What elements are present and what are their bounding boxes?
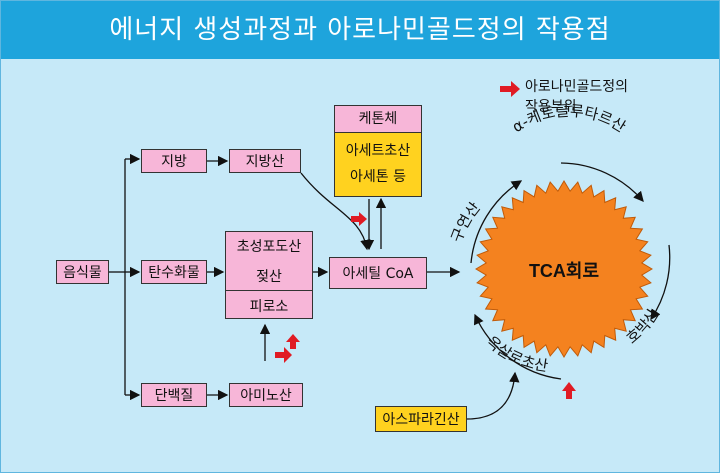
amino-acid-box: 아미노산 <box>229 383 303 407</box>
pyruvate-label: 피로소 <box>249 299 289 315</box>
glycolysis-top-label: 초성포도산 <box>236 239 302 255</box>
food-branch-connectors <box>109 153 141 401</box>
carbohydrate-box: 탄수화물 <box>141 260 207 284</box>
tca-citric-label: 구연산 <box>447 199 484 245</box>
acetyl-coa-box: 아세틸 CoA <box>329 257 427 289</box>
glycolysis-divider <box>226 290 312 291</box>
legend-line-1: 아로나민골드정의 <box>525 79 629 95</box>
asparaginic-acid-box: 아스파라긴산 <box>375 406 467 432</box>
acetone-label: 아세톤 등 <box>350 169 406 185</box>
ketone-body-label: 케톤체 <box>335 106 421 133</box>
tca-cycle-shape <box>475 180 653 358</box>
fatty-acid-box: 지방산 <box>229 149 301 173</box>
tca-red-up-arrow-icon <box>562 382 576 399</box>
glycolysis-box: 초성포도산 젖산 피로소 <box>225 231 313 319</box>
food-box: 음식물 <box>56 260 109 284</box>
ketone-box: 케톤체 아세트초산 아세톤 등 <box>334 105 422 197</box>
page-title: 에너지 생성과정과 아로나민골드정의 작용점 <box>1 1 719 59</box>
pyruvate-red-arrow-icon <box>275 347 292 363</box>
pyruvate-red-up-arrow-icon <box>286 334 300 349</box>
tca-label: TCA회로 <box>529 261 599 281</box>
legend-line-2: 작용부위 <box>525 99 577 115</box>
action-point-markers <box>275 81 576 399</box>
acetoacetate-label: 아세트초산 <box>345 143 411 159</box>
glycolysis-mid-label: 젖산 <box>256 269 282 285</box>
ketone-red-arrow-icon <box>351 212 367 226</box>
fat-box: 지방 <box>141 149 207 173</box>
legend-red-arrow-icon <box>500 81 520 97</box>
tca-cycle-arrows <box>470 162 671 380</box>
protein-box: 단백질 <box>141 383 207 407</box>
legend: 아로나민골드정의 작용부위 <box>525 77 628 117</box>
